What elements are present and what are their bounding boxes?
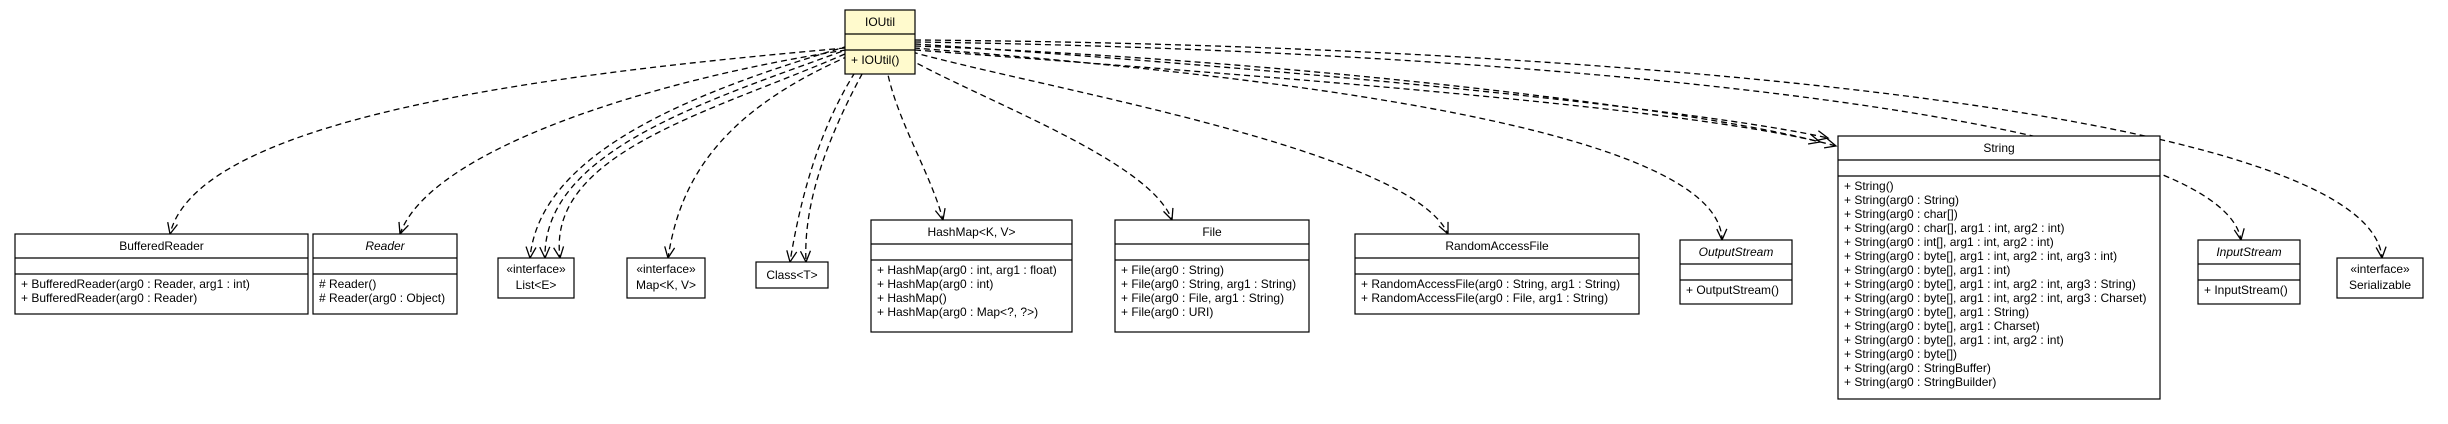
class-method: + BufferedReader(arg0 : Reader) — [21, 291, 197, 305]
class-method: + String(arg0 : StringBuilder) — [1844, 375, 1996, 389]
class-bufferedreader[interactable]: BufferedReader + BufferedReader(arg0 : Re… — [14, 233, 309, 315]
class-name: HashMap<K, V> — [927, 225, 1015, 239]
dependency-arrow-reader — [399, 49, 847, 235]
class-stereotype: «interface» — [636, 262, 696, 276]
class-name: String — [1983, 141, 2014, 155]
class-class[interactable]: Class<T> — [755, 261, 829, 289]
class-serializable[interactable]: «interface» Serializable — [2336, 257, 2424, 299]
class-hashmap[interactable]: HashMap<K, V> + HashMap(arg0 : int, arg1 … — [870, 219, 1073, 333]
class-method: + InputStream() — [2204, 283, 2288, 297]
dependency-arrow-hashmap — [884, 55, 944, 221]
arrowhead-string — [1823, 137, 1838, 149]
class-box — [1837, 135, 2161, 400]
arrowhead-bufferedreader — [167, 222, 178, 236]
class-method: + HashMap(arg0 : Map<?, ?>) — [877, 305, 1038, 319]
dependency-arrow-string — [914, 49, 1837, 147]
class-method: + File(arg0 : URI) — [1121, 305, 1213, 319]
class-name: List<E> — [516, 278, 557, 292]
class-box — [626, 257, 706, 299]
class-method: # Reader() — [319, 277, 376, 291]
class-box — [1679, 239, 1793, 305]
class-method: + HashMap(arg0 : int) — [877, 277, 993, 291]
class-file[interactable]: File + File(arg0 : String)+ File(arg0 : S… — [1114, 219, 1310, 333]
class-name: Serializable — [2349, 278, 2411, 292]
class-name: Map<K, V> — [636, 278, 696, 292]
dependency-arrow-list — [544, 47, 852, 259]
class-method: + String(arg0 : byte[], arg1 : int, arg2… — [1844, 277, 2136, 291]
class-method: + String() — [1844, 179, 1894, 193]
dependency-arrow-file — [899, 53, 1173, 221]
class-method: + String(arg0 : byte[], arg1 : int, arg2… — [1844, 249, 2117, 263]
class-ioutil[interactable]: IOUtil + IOUtil() — [844, 9, 916, 75]
arrowhead-file — [1163, 207, 1174, 222]
class-method: + HashMap() — [877, 291, 947, 305]
class-method: + RandomAccessFile(arg0 : File, arg1 : S… — [1361, 291, 1608, 305]
dependency-arrow-list — [558, 49, 855, 259]
class-box — [2336, 257, 2424, 299]
class-string[interactable]: String+ String()+ String(arg0 : String)+… — [1837, 135, 2161, 400]
dependency-edges — [167, 39, 2387, 264]
class-nodes: IOUtil + IOUtil() BufferedReader + Buffered… — [14, 9, 2424, 400]
class-name: IOUtil — [865, 15, 895, 29]
class-list[interactable]: «interface» List<E> — [497, 257, 575, 299]
class-name: File — [1202, 225, 1222, 239]
class-name: RandomAccessFile — [1445, 239, 1549, 253]
class-stereotype: «interface» — [2350, 262, 2410, 276]
arrowhead-raf — [1438, 221, 1449, 236]
class-method: + HashMap(arg0 : int, arg1 : float) — [877, 263, 1057, 277]
class-method: + BufferedReader(arg0 : Reader, arg1 : i… — [21, 277, 250, 291]
class-method: + String(arg0 : char[], arg1 : int, arg2… — [1844, 221, 2064, 235]
class-method: + String(arg0 : int[], arg1 : int, arg2 … — [1844, 235, 2054, 249]
class-box — [497, 257, 575, 299]
class-name: BufferedReader — [119, 239, 204, 253]
class-box — [844, 9, 916, 75]
class-inputstream[interactable]: InputStream + InputStream() — [2197, 239, 2301, 305]
class-method: + OutputStream() — [1686, 283, 1779, 297]
class-name: OutputStream — [1699, 245, 1774, 259]
class-method: + File(arg0 : String) — [1121, 263, 1224, 277]
class-method: + String(arg0 : byte[], arg1 : int, arg2… — [1844, 291, 2146, 305]
class-method: + String(arg0 : byte[], arg1 : int, arg2… — [1844, 333, 2064, 347]
class-box — [870, 219, 1073, 333]
class-method: + RandomAccessFile(arg0 : String, arg1 :… — [1361, 277, 1620, 291]
dependency-arrow-outputstream — [913, 47, 1723, 241]
class-method: + String(arg0 : byte[]) — [1844, 347, 1957, 361]
class-reader[interactable]: Reader # Reader()# Reader(arg0 : Object) — [312, 233, 458, 315]
arrowhead-reader — [398, 221, 409, 236]
class-method: + File(arg0 : File, arg1 : String) — [1121, 291, 1284, 305]
class-method: + String(arg0 : byte[], arg1 : int) — [1844, 263, 2010, 277]
class-name: InputStream — [2216, 245, 2281, 259]
class-raf[interactable]: RandomAccessFile + RandomAccessFile(arg0 … — [1354, 233, 1640, 315]
dependency-arrow-string — [914, 45, 1821, 143]
class-method: + File(arg0 : String, arg1 : String) — [1121, 277, 1296, 291]
class-method: + String(arg0 : byte[], arg1 : String) — [1844, 305, 2029, 319]
arrowhead-outputstream — [1716, 228, 1728, 242]
arrowhead-inputstream — [2233, 228, 2245, 242]
class-name: Class<T> — [766, 268, 817, 282]
class-box — [2197, 239, 2301, 305]
class-method: + String(arg0 : char[]) — [1844, 207, 1958, 221]
dependency-arrow-map — [667, 51, 859, 259]
class-method: + String(arg0 : byte[], arg1 : Charset) — [1844, 319, 2040, 333]
class-method: # Reader(arg0 : Object) — [319, 291, 445, 305]
arrowhead-serializable — [2375, 246, 2387, 260]
class-method: + String(arg0 : String) — [1844, 193, 1959, 207]
dependency-arrow-string — [914, 43, 1829, 139]
class-method: + IOUtil() — [851, 53, 899, 67]
class-method: + String(arg0 : StringBuffer) — [1844, 361, 1991, 375]
dependency-arrow-list — [529, 45, 849, 259]
class-box — [1114, 219, 1310, 333]
dependency-arrow-serializable — [914, 39, 2383, 259]
class-name: Reader — [365, 239, 405, 253]
class-box — [755, 261, 829, 289]
dependency-arrow-raf — [911, 51, 1449, 235]
class-stereotype: «interface» — [506, 262, 566, 276]
arrowhead-string — [1816, 130, 1830, 142]
dependency-arrow-bufferedreader — [169, 47, 846, 235]
class-map[interactable]: «interface» Map<K, V> — [626, 257, 706, 299]
class-outputstream[interactable]: OutputStream + OutputStream() — [1679, 239, 1793, 305]
dependency-arrow-class — [805, 55, 873, 263]
